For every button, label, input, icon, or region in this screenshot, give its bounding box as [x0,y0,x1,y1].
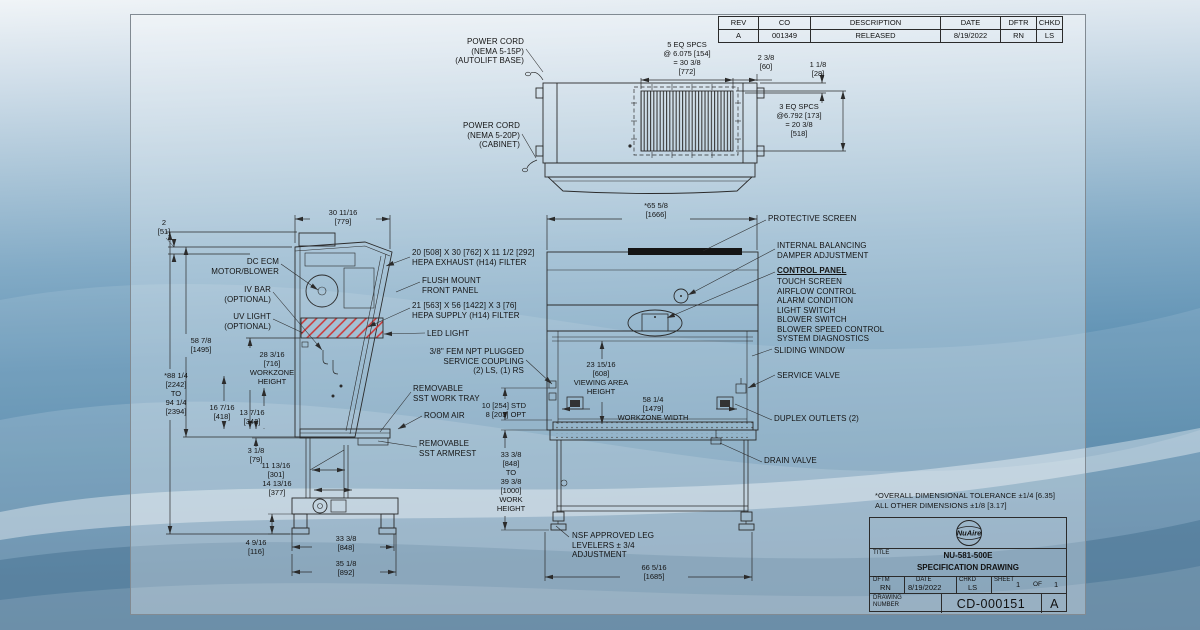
nuaire-logo: NuAire [956,520,982,546]
label-duplex-outlets: DUPLEX OUTLETS (2) [774,414,859,423]
dim-2-3-8: 2 3/8 [60] [757,53,775,71]
dim-65-5-8-overall-width: *65 5/8 [1666] [644,201,668,219]
label-power-cord-cabinet: POWER CORD (NEMA 5-20P) (CABINET) [463,121,520,149]
dim-workzone-height: 28 3/16 [716] WORKZONE HEIGHT [249,350,295,386]
label-led-light: LED LIGHT [427,329,470,338]
side-view [291,232,399,535]
dim-88-94: *88 1/4 [2242] TO 94 1/4 [2394] [164,371,188,416]
dftm-label: DFTM [873,577,890,583]
nuaire-logo-text: NuAire [957,529,982,538]
date-label: DATE [916,577,932,583]
rev-value-co: 001349 [759,30,811,43]
sheet-current: 1 [1016,580,1021,589]
rev-header-date: DATE [941,17,1001,30]
tolerance-note: *OVERALL DIMENSIONAL TOLERANCE ±1/4 [6.3… [875,491,1056,510]
dim-16-7-16: 16 7/16 [418] [209,403,235,421]
chkd-label: CHKD [959,577,977,583]
dim-13-7-16: 13 7/16 [342] [239,408,265,426]
label-protective-screen: PROTECTIVE SCREEN [768,214,857,223]
rev-value-description: RELEASED [811,30,941,43]
dim-1-1-8: 1 1/8 [28] [809,60,827,78]
label-removable-armrest: REMOVABLE SST ARMREST [419,439,477,458]
title-block: NuAire TITLE NU-581-500E SPECIFICATION D… [869,517,1067,613]
sheet-total: 1 [1054,580,1059,589]
label-dc-ecm-motor-blower: DC ECM MOTOR/BLOWER [211,257,279,276]
rev-header-co: CO [759,17,811,30]
dim-11-13-16: 11 13/16 [301] [261,461,291,479]
chkd-value: LS [968,583,978,592]
title-label: TITLE [873,550,890,556]
label-drain-valve: DRAIN VALVE [764,456,817,465]
label-flush-mount-front-panel: FLUSH MOUNT FRONT PANEL [422,276,481,295]
dim-66-5-16-overall: 66 5/16 [1685] [641,563,667,581]
label-internal-balancing-damper: INTERNAL BALANCING DAMPER ADJUSTMENT [777,241,869,260]
label-hepa-exhaust-filter: 20 [508] X 30 [762] X 11 1/2 [292] HEPA … [412,248,535,267]
label-service-coupling: 3/8" FEM NPT PLUGGED SERVICE COUPLING (2… [429,347,524,375]
dimension-lines [165,73,846,581]
dim-5-eq-spcs: 5 EQ SPCS @ 6.075 [154] = 30 3/8 [772] [663,40,711,76]
front-view [546,248,759,531]
dim-4-9-16: 4 9/16 [116] [245,538,267,556]
dim-33-3-8-side: 33 3/8 [848] [335,534,357,552]
rev-header-description: DESCRIPTION [811,17,941,30]
drawing-number-value: CD-000151 [956,597,1026,611]
dim-58-7-8: 58 7/8 [1495] [190,336,212,354]
rev-header-dftr: DFTR [1001,17,1037,30]
label-nsf-leg-levelers: NSF APPROVED LEG LEVELERS ± 3/4 ADJUSTME… [572,531,655,559]
rev-header-rev: REV [719,17,759,30]
label-removable-work-tray: REMOVABLE SST WORK TRAY [413,384,480,403]
dftm-value: RN [880,583,891,592]
model-number: NU-581-500E [943,551,993,560]
rev-value-chkd: LS [1037,30,1063,43]
sheet-label: SHEET [994,577,1015,583]
drawing-number-label: DRAWING NUMBER [873,595,902,608]
dim-workzone-width: 58 1/4 [1479] WORKZONE WIDTH [617,395,689,422]
dim-10-254-std: 10 [254] STD 8 [203] OPT [481,401,526,419]
dim-3-1-8: 3 1/8 [79] [247,446,265,464]
label-iv-bar: IV BAR (OPTIONAL) [224,285,271,304]
rev-value-dftr: RN [1001,30,1037,43]
label-control-panel-items: TOUCH SCREEN AIRFLOW CONTROL ALARM CONDI… [777,277,885,343]
top-view [522,71,765,194]
dim-2-51: 2 [51] [157,218,171,236]
label-hepa-supply-filter: 21 [563] X 56 [1422] X 3 [76] HEPA SUPPL… [412,301,520,320]
label-sliding-window: SLIDING WINDOW [774,346,845,355]
dim-work-height: 33 3/8 [848] TO 39 3/8 [1000] WORK HEIGH… [496,450,526,513]
label-service-valve: SERVICE VALVE [777,371,841,380]
sheet-of-label: OF [1033,581,1043,588]
leader-lines [272,48,776,538]
label-control-panel-title: CONTROL PANEL [777,266,847,275]
revision-table: REV CO DESCRIPTION DATE DFTR CHKD A 0013… [718,16,1063,43]
label-room-air: ROOM AIR [424,411,465,420]
drawing-type: SPECIFICATION DRAWING [916,563,1020,572]
label-uv-light: UV LIGHT (OPTIONAL) [224,312,271,331]
rev-header-chkd: CHKD [1037,17,1063,30]
dim-viewing-area-height: 23 15/16 [608] VIEWING AREA HEIGHT [573,360,629,396]
drawing-sheet [130,14,1086,615]
date-value: 8/19/2022 [908,583,942,592]
revision-letter: A [1050,597,1059,611]
dim-35-1-8: 35 1/8 [892] [335,559,357,577]
rev-value-date: 8/19/2022 [941,30,1001,43]
label-power-cord-autolift: POWER CORD (NEMA 5-15P) (AUTOLIFT BASE) [455,37,524,65]
dim-30-11-16: 30 11/16 [779] [328,208,358,226]
dim-3-eq-spcs: 3 EQ SPCS @6.792 [173] = 20 3/8 [518] [776,102,822,138]
rev-value-rev: A [719,30,759,43]
dim-14-13-16: 14 13/16 [377] [262,479,292,497]
